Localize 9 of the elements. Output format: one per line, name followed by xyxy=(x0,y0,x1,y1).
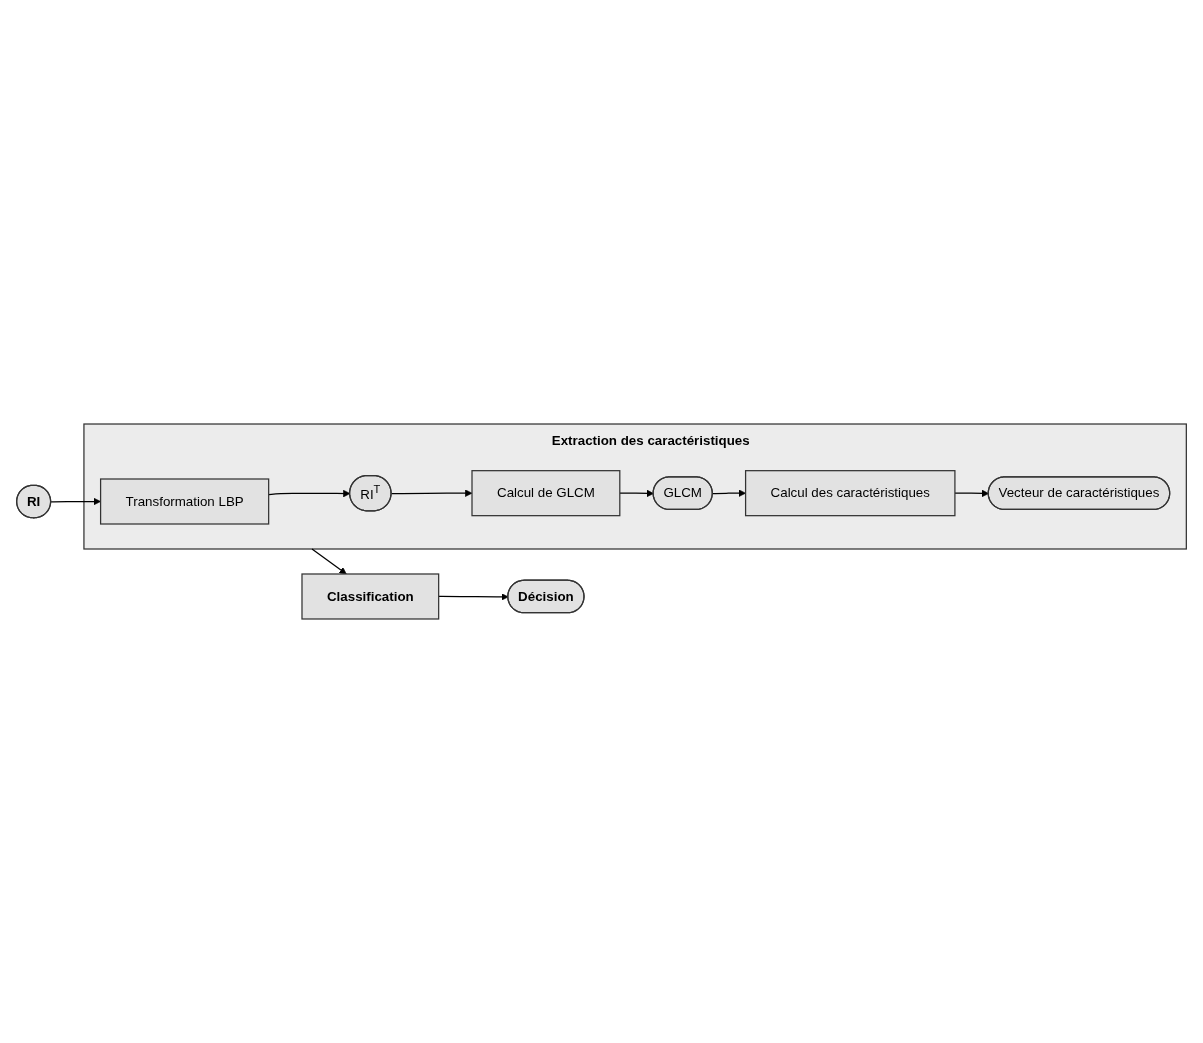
node-box: Calcul des caractéristiques xyxy=(744,470,956,517)
node-box: Classification xyxy=(301,573,440,620)
node-box: Transformation LBP xyxy=(99,478,270,525)
node-box: Calcul de GLCM xyxy=(471,470,621,517)
arrow xyxy=(50,497,101,506)
arrow xyxy=(954,489,989,498)
arrow xyxy=(619,489,654,498)
arrow xyxy=(712,489,746,497)
arrow xyxy=(311,548,347,575)
